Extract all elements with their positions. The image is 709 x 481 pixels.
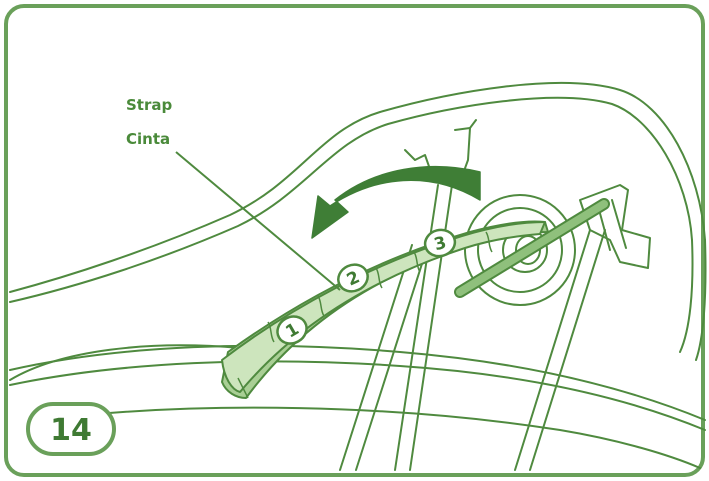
rod bbox=[454, 198, 610, 298]
step-number: 14 bbox=[50, 413, 92, 448]
strap: 1 2 3 bbox=[221, 220, 549, 399]
strap-marker-3: 3 bbox=[423, 228, 457, 258]
strap-marker-3-label: 3 bbox=[432, 233, 449, 255]
curved-arrow-left-icon bbox=[311, 165, 481, 239]
callout-label-cinta: Cinta bbox=[126, 130, 170, 148]
strap-marker-1: 1 bbox=[276, 315, 308, 345]
callout-label-strap: Strap bbox=[126, 96, 172, 114]
step-badge: 14 bbox=[26, 402, 116, 456]
callout-leader-line bbox=[175, 151, 341, 291]
strap-marker-2: 2 bbox=[337, 263, 369, 293]
frame-border bbox=[4, 4, 705, 477]
